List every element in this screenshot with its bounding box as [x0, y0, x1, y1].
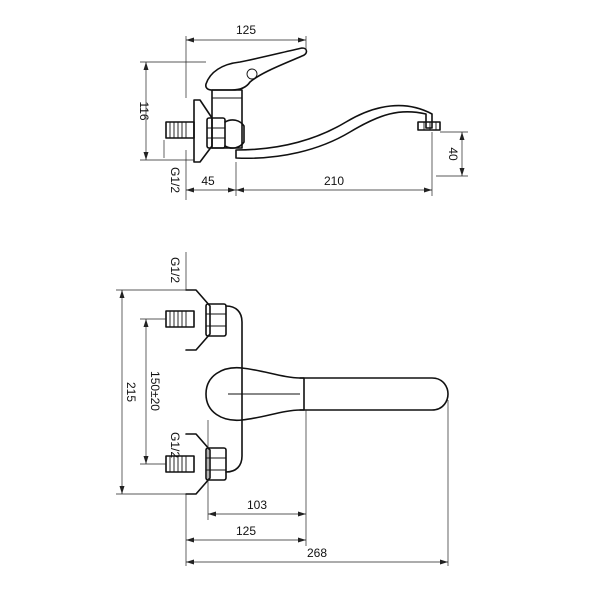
dim-label-210: 210 [324, 174, 344, 188]
dim-label-215: 215 [124, 382, 138, 402]
side-view: 125 116 G1/2 45 210 [137, 23, 468, 200]
dim-label-116: 116 [137, 101, 151, 120]
side-aerator [417, 121, 441, 131]
dim-side-height-116: 116 [137, 61, 206, 161]
dim-side-reach-210: 210 [236, 132, 433, 196]
dim-label-150-20: 150±20 [148, 371, 162, 411]
dim-label-125-top: 125 [236, 23, 256, 37]
dim-side-spout-40: 40 [436, 131, 468, 177]
top-thread-label-upper: G1/2 [168, 257, 182, 283]
dim-top-268: 268 [186, 546, 448, 565]
top-mixer-body [225, 305, 243, 473]
dim-top-height-215: 215 [116, 289, 186, 495]
top-inlet-lower [165, 433, 227, 495]
dim-top-centers-150: 150±20 [140, 318, 166, 465]
dim-label-45: 45 [201, 174, 215, 188]
dim-side-offset-45: 45 [186, 162, 237, 196]
dim-top-125: 125 [186, 524, 306, 543]
top-spout [299, 377, 449, 411]
dim-label-40: 40 [446, 147, 460, 161]
dim-label-125-bottom: 125 [236, 524, 256, 538]
side-mixer-body [211, 89, 243, 149]
top-lever-handle [205, 367, 305, 421]
side-flange [193, 99, 213, 163]
dim-side-width-125: 125 [185, 23, 307, 98]
dim-label-103: 103 [247, 498, 267, 512]
side-lever-handle [205, 47, 308, 91]
top-inlet-upper [165, 289, 227, 351]
dim-top-103: 103 [208, 498, 306, 517]
side-inlet-pipe [165, 121, 195, 139]
side-thread-label: G1/2 [168, 167, 182, 193]
side-spout [235, 104, 433, 160]
top-thread-label-lower: G1/2 [168, 432, 182, 458]
side-nut [206, 117, 226, 149]
top-view: G1/2 G1/2 150±20 215 [116, 252, 449, 566]
dim-label-268: 268 [307, 546, 327, 560]
